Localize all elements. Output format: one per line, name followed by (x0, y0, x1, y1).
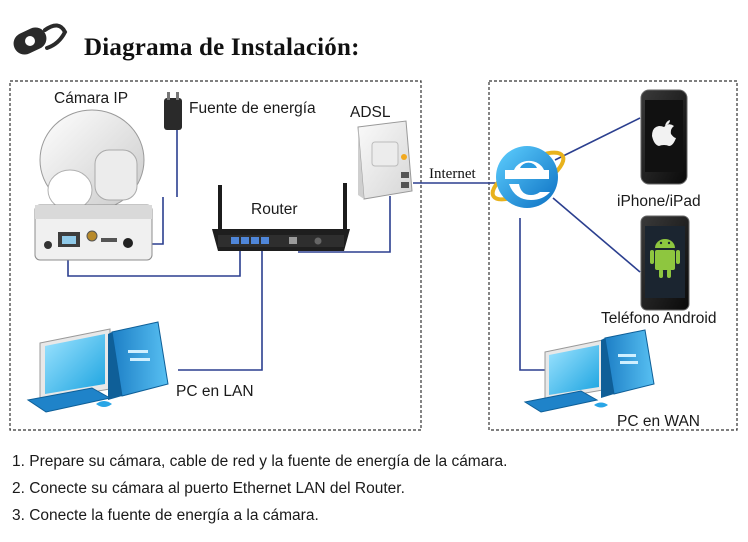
iphone-label: iPhone/iPad (617, 193, 701, 210)
pc-lan-icon (26, 321, 169, 413)
power-label: Fuente de energía (189, 100, 316, 117)
pc-wan-label: PC en WAN (617, 413, 700, 430)
step-item: 1. Prepare su cámara, cable de red y la … (12, 453, 508, 470)
cables (67, 117, 641, 371)
internet-explorer-icon (490, 146, 566, 208)
pc-lan-label: PC en LAN (176, 383, 254, 400)
instruction-steps: 1. Prepare su cámara, cable de red y la … (12, 448, 507, 529)
step-item: 2. Conecte su cámara al puerto Ethernet … (12, 480, 405, 497)
adsl-modem-icon (357, 120, 413, 200)
internet-label: Internet (429, 166, 476, 182)
step-item: 3. Conecte la fuente de energía a la cám… (12, 507, 319, 524)
wan-frame (488, 80, 738, 431)
header-logo-icon (13, 23, 68, 55)
adsl-label: ADSL (350, 104, 391, 121)
ip-camera-icon (34, 109, 153, 261)
camera-label: Cámara IP (54, 90, 129, 107)
pc-wan-icon (523, 329, 655, 413)
power-adapter-icon (164, 92, 182, 130)
android-label: Teléfono Android (601, 310, 717, 327)
iphone-icon (640, 89, 688, 185)
router-icon (212, 183, 350, 251)
android-phone-icon (640, 215, 690, 311)
lan-frame (9, 80, 422, 431)
router-label: Router (251, 201, 298, 218)
page-title: Diagrama de Instalación: (84, 34, 360, 61)
